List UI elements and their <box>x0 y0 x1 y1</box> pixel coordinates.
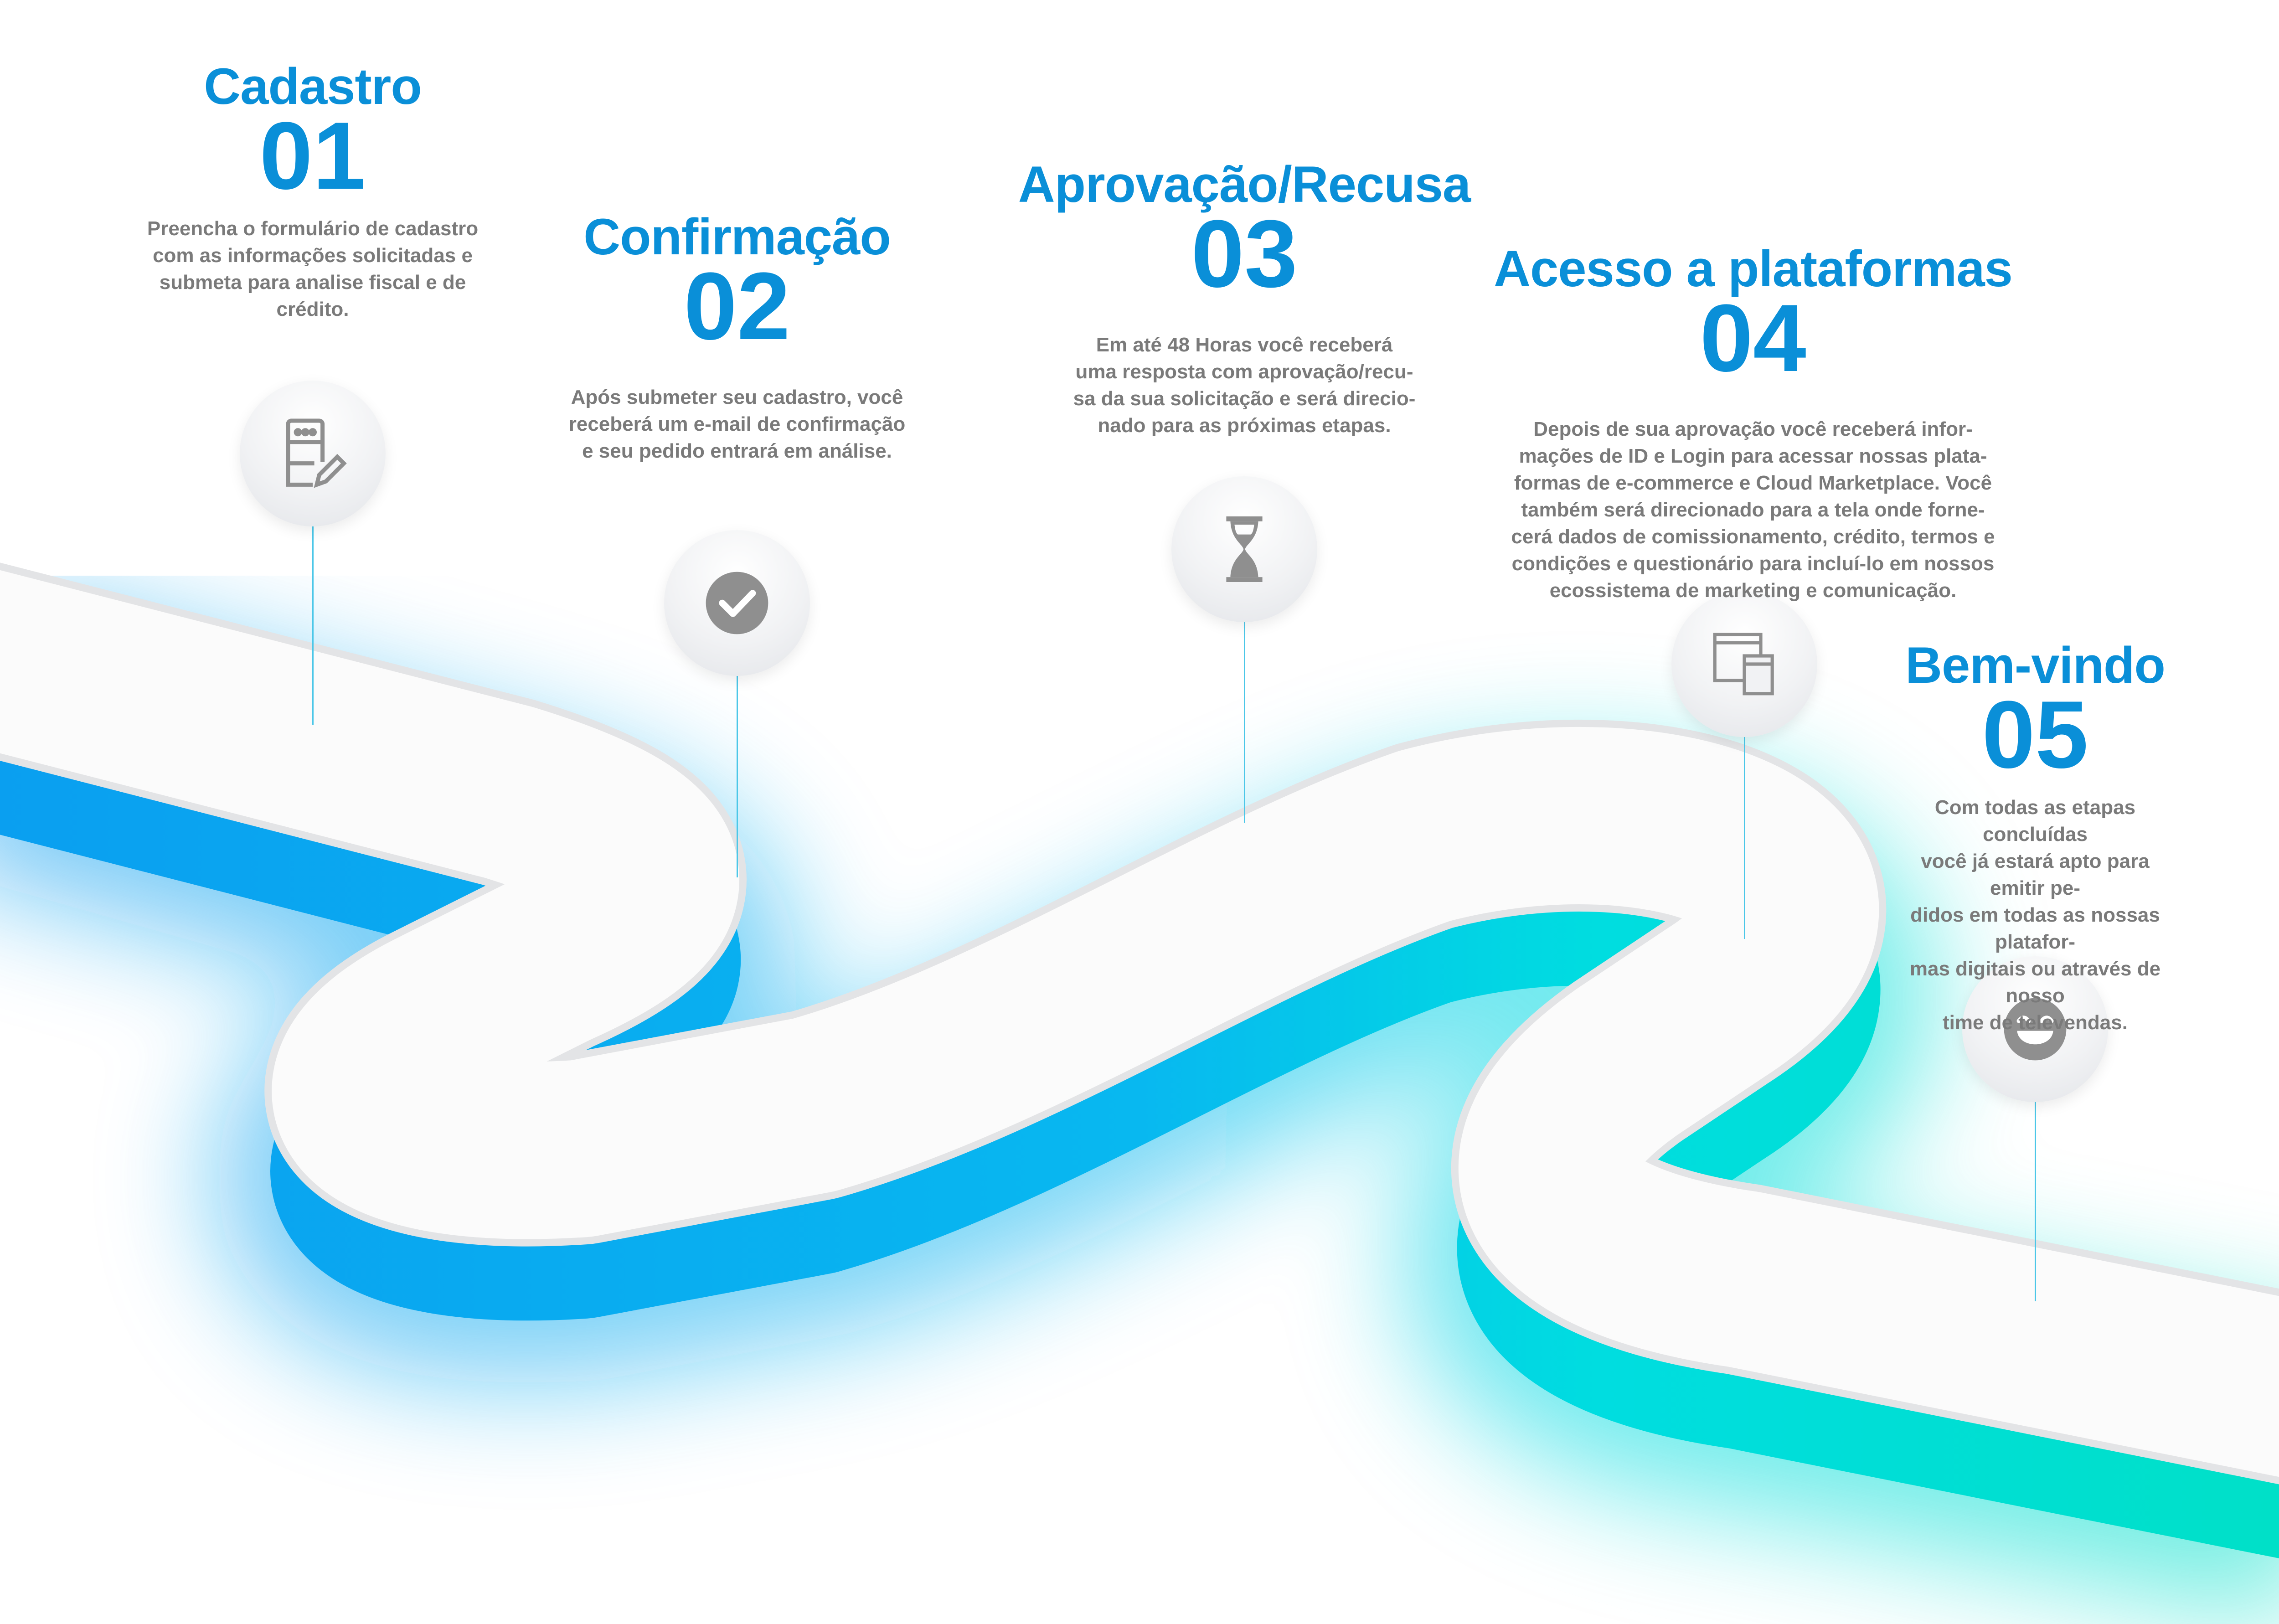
browser-windows-icon <box>1713 633 1774 696</box>
desc-line: condições e questionário para incluí-lo … <box>1511 552 1995 575</box>
form-edit-icon <box>286 418 347 488</box>
step-description: Após submeter seu cadastro, você receber… <box>569 384 906 464</box>
desc-line: Após submeter seu cadastro, você <box>571 386 903 408</box>
step-05: Bem-vindo 05 Com todas as etapas concluí… <box>1905 637 2166 1036</box>
connector-line-03 <box>1244 620 1245 823</box>
desc-line: uma resposta com aprovação/recu- <box>1075 361 1413 383</box>
connector-line-01 <box>312 524 314 725</box>
desc-line: e seu pedido entrará em análise. <box>582 440 892 462</box>
step-description: Em até 48 Horas você receberá uma respos… <box>1018 331 1470 439</box>
step-title: Aprovação/Recusa <box>1018 156 1471 213</box>
step-description: Com todas as etapas concluídas você já e… <box>1905 794 2165 1036</box>
desc-line: Com todas as etapas concluídas <box>1934 796 2136 846</box>
desc-line: time de televendas. <box>1943 1011 2128 1034</box>
hourglass-icon <box>1226 516 1263 582</box>
desc-line: cerá dados de comissionamento, crédito, … <box>1511 526 1995 548</box>
desc-line: ecossistema de marketing e comunicação. <box>1549 579 1957 602</box>
step-03: Aprovação/Recusa 03 Em até 48 Horas você… <box>1018 156 1471 439</box>
step-title: Confirmação <box>583 208 891 265</box>
desc-line: didos em todas as nossas platafor- <box>1910 904 2160 953</box>
step-04: Acesso a plataformas 04 Depois de sua ap… <box>1494 240 2013 604</box>
desc-line: receberá um e-mail de confirmação <box>568 413 906 435</box>
step-number: 03 <box>1191 200 1298 307</box>
desc-line: você já estará apto para emitir pe- <box>1921 850 2150 899</box>
desc-line: submeta para analise fiscal e de <box>159 271 466 294</box>
step-01-icon-badge <box>240 381 386 526</box>
desc-line: mações de ID e Login para acessar nossas… <box>1519 445 1987 467</box>
step-description: Preencha o formulário de cadastro com as… <box>147 215 478 323</box>
connector-line-02 <box>737 675 738 877</box>
checkmark-circle-icon <box>706 572 768 634</box>
step-number: 01 <box>259 102 366 209</box>
desc-line: Depois de sua aprovação você receberá in… <box>1533 418 1973 440</box>
desc-line: sa da sua solicitação e será direcio- <box>1073 387 1416 410</box>
connector-line-04 <box>1744 734 1745 939</box>
step-02-icon-badge <box>664 530 810 676</box>
road-surface <box>0 570 2279 1477</box>
desc-line: nado para as próximas etapas. <box>1098 414 1391 437</box>
desc-line: mas digitais ou através de nosso <box>1909 958 2161 1007</box>
step-title: Bem-vindo <box>1905 637 2166 694</box>
step-number: 05 <box>1982 681 2088 788</box>
desc-line: também será direcionado para a tela onde… <box>1521 499 1985 521</box>
desc-line: formas de e-commerce e Cloud Marketplace… <box>1514 472 1992 494</box>
desc-line: com as informações solicitadas e <box>153 244 473 267</box>
step-01: Cadastro 01 Preencha o formulário de cad… <box>147 59 478 323</box>
step-05-icon-badge <box>1962 956 2108 1102</box>
step-number: 04 <box>1700 284 1806 392</box>
step-title: Acesso a plataformas <box>1494 240 2013 297</box>
desc-line: Em até 48 Horas você receberá <box>1096 334 1393 356</box>
step-description: Depois de sua aprovação você receberá in… <box>1494 416 2012 604</box>
step-02: Confirmação 02 Após submeter seu cadastr… <box>569 210 906 464</box>
step-title: Cadastro <box>204 58 422 115</box>
smiley-face-icon <box>2004 998 2067 1061</box>
desc-line: crédito. <box>276 298 349 320</box>
step-03-icon-badge <box>1171 476 1317 622</box>
step-number: 02 <box>684 253 790 360</box>
desc-line: Preencha o formulário de cadastro <box>147 217 479 240</box>
step-04-icon-badge <box>1671 591 1817 737</box>
connector-line-05 <box>2035 1098 2036 1301</box>
